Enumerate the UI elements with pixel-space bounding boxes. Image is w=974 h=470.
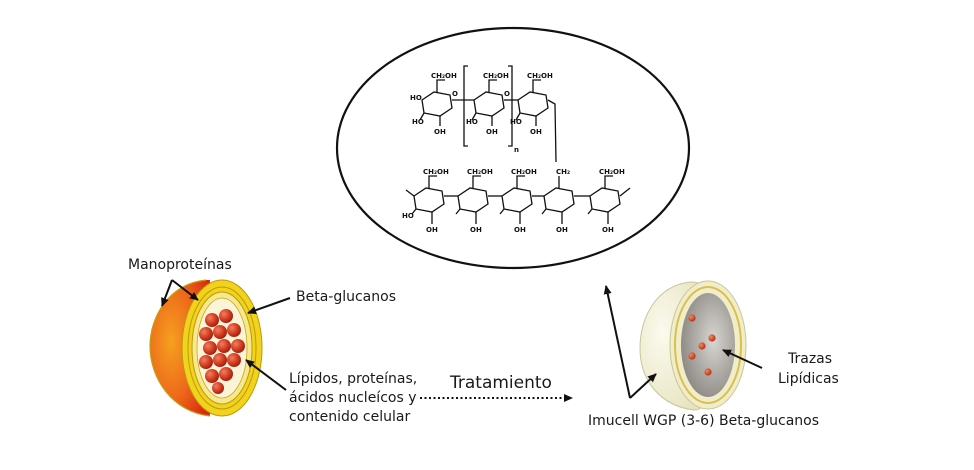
o-label: O	[504, 90, 510, 98]
structure-ellipse	[335, 26, 691, 270]
bottom-ring-2	[455, 175, 489, 224]
bottom-ring-4	[541, 176, 575, 224]
o-label: O	[452, 90, 458, 98]
ho-label: HO	[410, 94, 422, 102]
ch2oh-label: CH₂OH	[431, 72, 457, 80]
beta-glucan-structure	[405, 65, 631, 224]
arrow-beta-glucanos	[247, 297, 291, 315]
branch-link	[547, 99, 557, 163]
top-ring-1	[419, 79, 453, 126]
bottom-ring-3	[499, 175, 533, 224]
arrow-trazas	[722, 349, 763, 369]
bottom-ring-5	[587, 175, 621, 224]
ch2oh-label: CH₂OH	[599, 168, 625, 176]
oh-label: OH	[530, 128, 542, 136]
bottom-ring-1	[411, 175, 445, 224]
ho-label: HO	[402, 212, 414, 220]
ho-label: HO	[412, 118, 424, 126]
ch2oh-label: CH₂OH	[467, 168, 493, 176]
ch2-label: CH₂	[556, 168, 570, 176]
ch2oh-label: CH₂OH	[527, 72, 553, 80]
label-imucell: Imucell WGP (3-6) Beta-glucanos	[588, 413, 819, 429]
oh-label: OH	[470, 226, 482, 234]
annotation-arrows	[161, 279, 763, 402]
bracket-left	[463, 65, 468, 147]
oh-label: OH	[556, 226, 568, 234]
yeast-cell	[149, 279, 263, 417]
oh-label: OH	[426, 226, 438, 234]
wgp-particle	[639, 280, 747, 411]
label-tratamiento: Tratamiento	[450, 373, 552, 393]
label-trazas-line1: Trazas	[788, 351, 833, 367]
bracket-right	[508, 65, 513, 147]
n-label: n	[514, 146, 519, 154]
structure-text: CH₂OH CH₂OH CH₂OH HO HO OH HO OH HO OH O…	[402, 72, 625, 234]
ch2oh-label: CH₂OH	[483, 72, 509, 80]
label-manoproteinas: Manoproteínas	[128, 257, 232, 273]
arrow-manoproteinas-inner	[171, 279, 199, 301]
ho-label: HO	[510, 118, 522, 126]
label-contenido-line2: ácidos nucleícos y	[289, 390, 417, 406]
cell-contents-spheres	[199, 309, 245, 394]
oh-label: OH	[486, 128, 498, 136]
label-trazas-line2: Lipídicas	[778, 371, 839, 387]
bottom-link-5	[619, 187, 631, 197]
arrow-contenido	[245, 359, 287, 391]
bottom-link-0	[405, 189, 415, 197]
oh-label: OH	[514, 226, 526, 234]
arrow-imucell-particle	[629, 373, 657, 399]
oh-label: OH	[434, 128, 446, 136]
top-ring-3	[515, 79, 549, 126]
ho-label: HO	[466, 118, 478, 126]
top-ring-2	[471, 79, 505, 126]
arrow-manoproteinas-outer	[161, 279, 173, 307]
label-beta-glucanos: Beta-glucanos	[296, 289, 396, 305]
ch2oh-label: CH₂OH	[511, 168, 537, 176]
arrow-imucell-structure	[603, 285, 631, 399]
label-contenido-line3: contenido celular	[289, 409, 411, 425]
oh-label: OH	[602, 226, 614, 234]
ch2oh-label: CH₂OH	[423, 168, 449, 176]
label-contenido-line1: Lípidos, proteínas,	[289, 371, 418, 387]
